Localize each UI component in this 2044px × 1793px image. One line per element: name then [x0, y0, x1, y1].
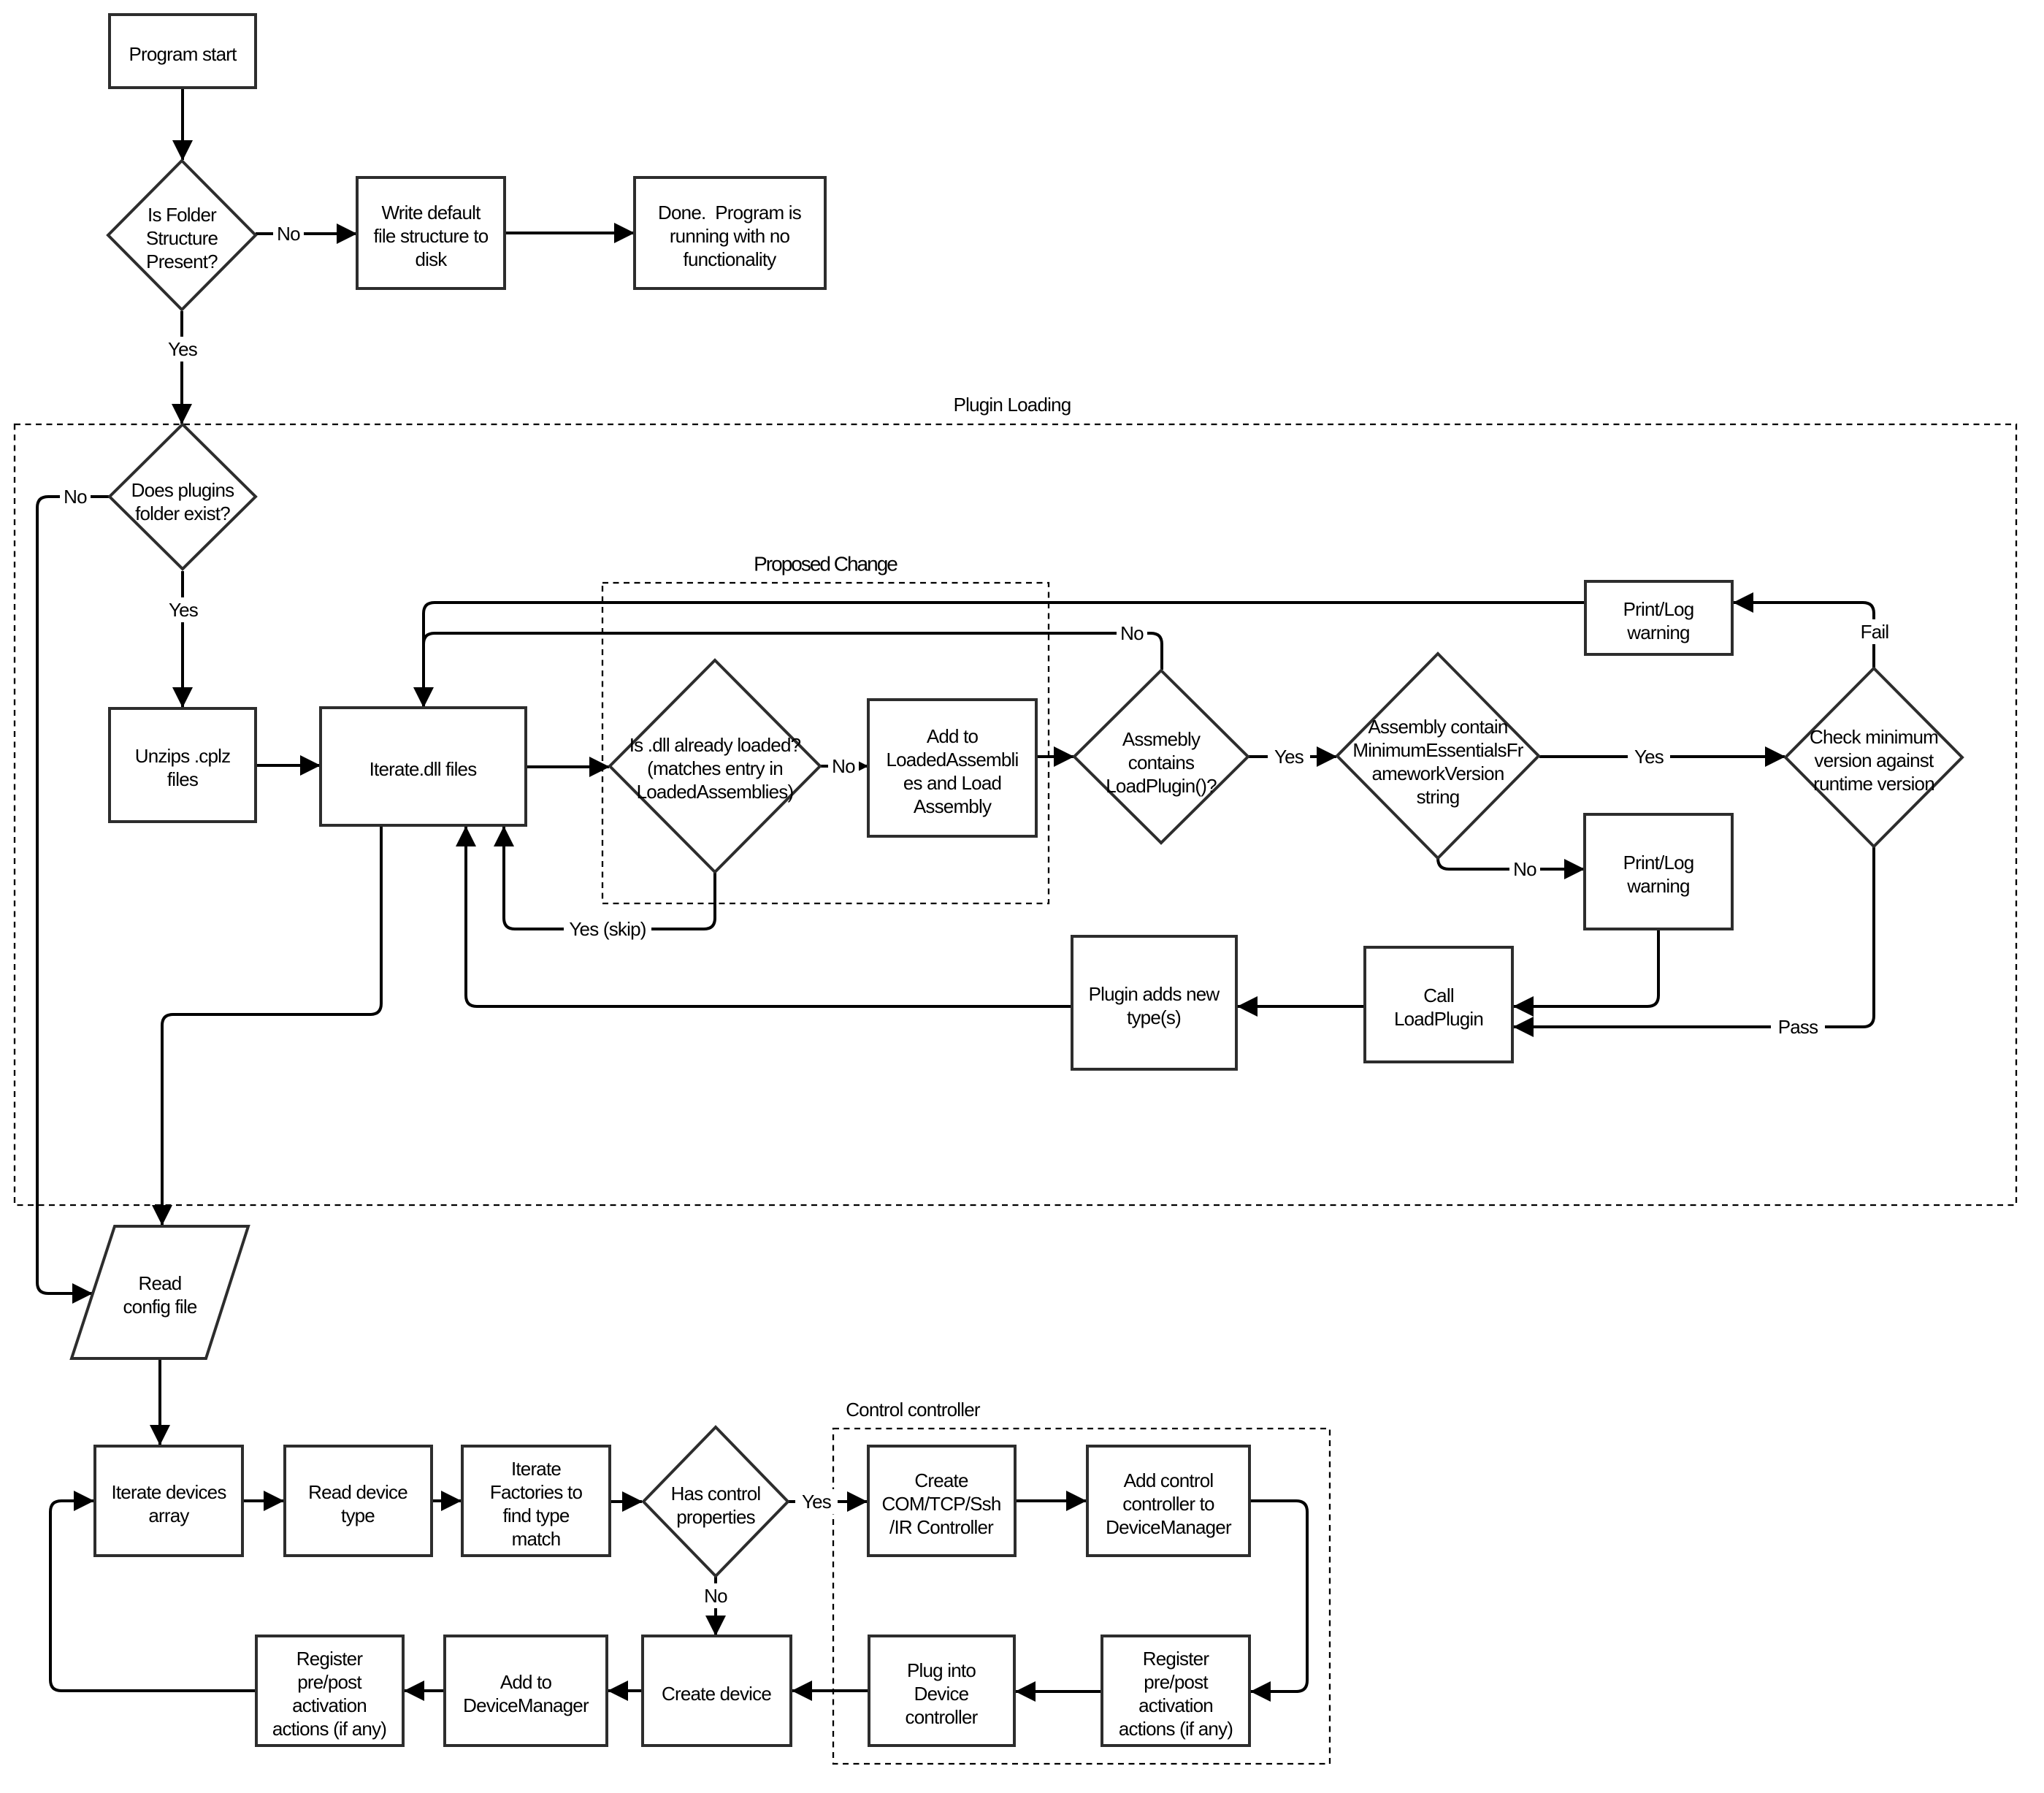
svg-text:Read: Read [139, 1272, 182, 1294]
svg-text:Print/Log: Print/Log [1623, 598, 1694, 620]
svg-text:Yes: Yes [1274, 746, 1304, 768]
svg-text:ameworkVersion: ameworkVersion [1372, 762, 1504, 784]
svg-text:COM/TCP/Ssh: COM/TCP/Ssh [881, 1493, 1000, 1515]
svg-text:No: No [1120, 622, 1144, 644]
svg-text:No: No [64, 486, 87, 508]
svg-text:Create device: Create device [662, 1683, 771, 1705]
svg-text:Yes: Yes [169, 599, 199, 621]
svg-text:Does plugins: Does plugins [131, 479, 235, 501]
svg-text:(matches entry in: (matches entry in [647, 757, 783, 779]
svg-text:runtime version: runtime version [1813, 773, 1934, 795]
svg-text:contains: contains [1128, 752, 1195, 773]
svg-text:Add to: Add to [927, 725, 979, 747]
svg-text:Is .dll already loaded?: Is .dll already loaded? [629, 734, 801, 756]
svg-text:folder exist?: folder exist? [135, 502, 230, 524]
svg-text:Yes: Yes [802, 1491, 832, 1513]
svg-text:Plugin adds new: Plugin adds new [1089, 983, 1220, 1005]
svg-text:files: files [167, 768, 199, 790]
svg-text:activation: activation [1138, 1694, 1213, 1716]
svg-text:functionality: functionality [684, 248, 777, 270]
svg-text:MinimumEssentialsFr: MinimumEssentialsFr [1352, 739, 1523, 761]
svg-text:Assembly: Assembly [914, 795, 992, 817]
svg-text:Iterate: Iterate [511, 1458, 561, 1480]
svg-text:Factories to: Factories to [490, 1481, 583, 1503]
svg-text:activation: activation [292, 1694, 367, 1716]
svg-text:disk: disk [415, 248, 448, 270]
svg-text:actions (if any): actions (if any) [1119, 1718, 1233, 1740]
svg-text:Program start: Program start [129, 43, 237, 65]
svg-text:Structure: Structure [146, 227, 218, 249]
svg-text:No: No [704, 1585, 727, 1607]
svg-text:Iterate devices: Iterate devices [111, 1481, 226, 1503]
svg-text:Yes: Yes [168, 338, 198, 360]
svg-text:No: No [1513, 858, 1536, 880]
svg-text:LoadPlugin()?: LoadPlugin()? [1106, 775, 1217, 797]
svg-text:Iterate.dll files: Iterate.dll files [370, 758, 478, 780]
svg-text:Yes (skip): Yes (skip) [569, 918, 646, 940]
svg-text:Check minimum: Check minimum [1810, 726, 1938, 748]
svg-text:pre/post: pre/post [1144, 1671, 1209, 1693]
svg-text:Device: Device [914, 1683, 969, 1705]
svg-text:match: match [512, 1528, 561, 1550]
svg-text:version against: version against [1815, 749, 1934, 771]
svg-text:es and Load: es and Load [903, 772, 1001, 794]
svg-text:file structure to: file structure to [374, 225, 489, 247]
svg-text:Assmebly: Assmebly [1122, 728, 1201, 750]
svg-text:type(s): type(s) [1127, 1006, 1181, 1028]
svg-text:Call: Call [1423, 985, 1454, 1006]
svg-text:array: array [148, 1505, 189, 1526]
svg-text:No: No [277, 223, 300, 245]
svg-text:Register: Register [296, 1648, 364, 1670]
svg-text:Read device: Read device [308, 1481, 407, 1503]
svg-text:properties: properties [676, 1506, 755, 1528]
svg-text:find type: find type [502, 1505, 569, 1526]
svg-text:DeviceManager: DeviceManager [1106, 1516, 1232, 1538]
svg-text:Unzips .cplz: Unzips .cplz [135, 745, 231, 767]
svg-text:DeviceManager: DeviceManager [463, 1694, 589, 1716]
svg-text:warning: warning [1626, 622, 1689, 643]
svg-text:Yes: Yes [1634, 746, 1664, 768]
svg-text:actions (if any): actions (if any) [272, 1718, 386, 1740]
svg-text:Create: Create [914, 1469, 968, 1491]
svg-text:Write default: Write default [381, 202, 481, 223]
svg-text:controller: controller [906, 1706, 979, 1728]
svg-text:running with no: running with no [670, 225, 790, 247]
svg-text:Done. Program is: Done. Program is [658, 202, 802, 223]
svg-text:LoadedAssembli: LoadedAssembli [886, 749, 1018, 771]
svg-text:Control controller: Control controller [846, 1399, 981, 1421]
svg-text:No: No [832, 755, 855, 777]
svg-text:Plug into: Plug into [907, 1659, 976, 1681]
svg-text:Present?: Present? [146, 251, 218, 272]
svg-text:Assembly contain: Assembly contain [1369, 716, 1508, 738]
svg-text:Plugin Loading: Plugin Loading [954, 394, 1071, 416]
svg-text:Print/Log: Print/Log [1623, 852, 1694, 873]
svg-text:controller to: controller to [1122, 1493, 1214, 1515]
svg-text:pre/post: pre/post [297, 1671, 362, 1693]
svg-text:Pass: Pass [1778, 1016, 1818, 1038]
svg-text:Add to: Add to [500, 1671, 552, 1693]
svg-text:Register: Register [1143, 1648, 1210, 1670]
svg-text:Is Folder: Is Folder [148, 204, 217, 226]
svg-text:Fail: Fail [1861, 621, 1889, 643]
svg-text:LoadedAssemblies): LoadedAssemblies) [637, 781, 794, 803]
svg-text:/IR Controller: /IR Controller [889, 1516, 994, 1538]
svg-text:LoadPlugin: LoadPlugin [1394, 1008, 1483, 1030]
svg-text:Proposed Change: Proposed Change [754, 553, 897, 576]
svg-text:Has control: Has control [671, 1483, 761, 1505]
svg-text:warning: warning [1626, 875, 1689, 897]
svg-text:string: string [1417, 786, 1460, 808]
svg-text:Add control: Add control [1124, 1469, 1214, 1491]
svg-text:config file: config file [123, 1296, 196, 1318]
svg-text:type: type [341, 1505, 375, 1526]
